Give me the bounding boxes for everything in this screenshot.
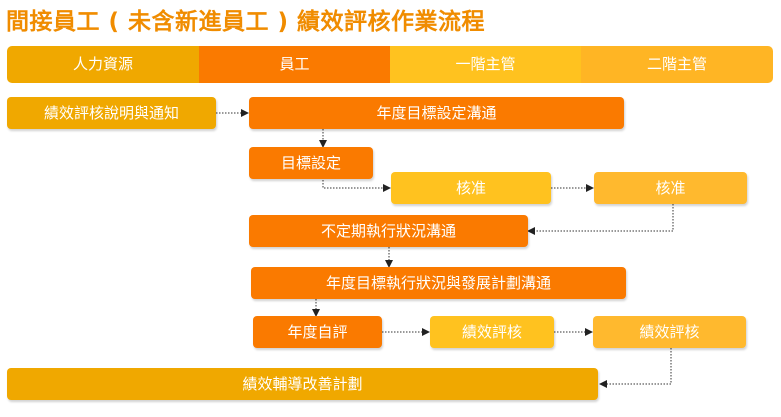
step-annual-goal-communication: 年度目標設定溝通	[249, 97, 624, 129]
lane-header-first-manager: 一階主管	[390, 46, 581, 83]
step-evaluation-first-manager: 績效評核	[430, 316, 554, 348]
step-performance-improvement-plan: 績效輔導改善計劃	[7, 368, 598, 400]
step-annual-execution-development-communication: 年度目標執行狀況與發展計劃溝通	[251, 267, 626, 299]
step-approve-first-manager: 核准	[391, 172, 551, 204]
step-performance-notice: 績效評核說明與通知	[7, 97, 216, 129]
step-goal-setting: 目標設定	[249, 147, 373, 179]
step-evaluation-second-manager: 績效評核	[593, 316, 746, 348]
lane-header-employee: 員工	[199, 46, 390, 83]
connector-approve2-to-irregular	[527, 204, 674, 235]
step-irregular-status-communication: 不定期執行狀況溝通	[249, 215, 528, 247]
lane-header-hr: 人力資源	[7, 46, 199, 83]
connector-eval2-to-improve	[599, 348, 672, 388]
step-approve-second-manager: 核准	[594, 172, 747, 204]
connector-goal-set-to-approve1	[322, 177, 391, 192]
lane-header-second-manager: 二階主管	[581, 46, 773, 83]
step-annual-self-evaluation: 年度自評	[253, 316, 382, 348]
page-title: 間接員工 ( 未含新進員工 ) 績效評核作業流程	[6, 9, 486, 35]
